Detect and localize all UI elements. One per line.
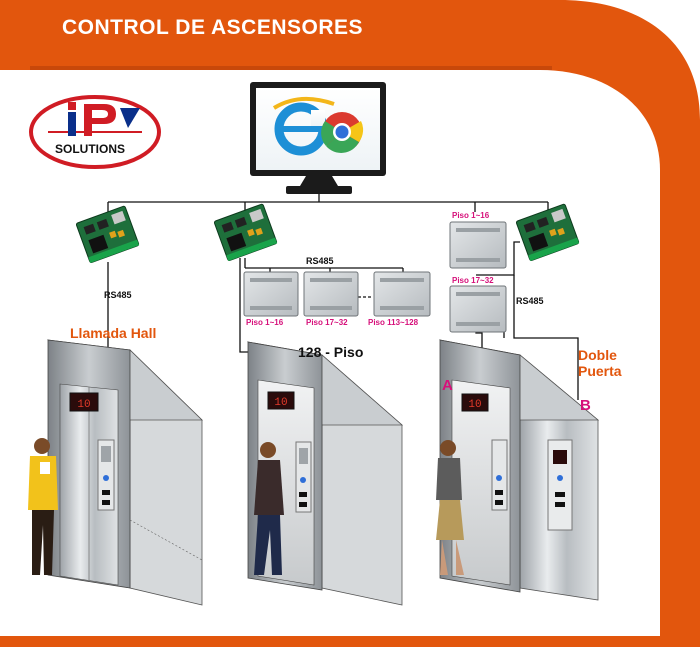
rs485-label-left: RS485 <box>104 290 132 300</box>
person-woman-right <box>436 440 464 575</box>
expansion-board-113-128-middle <box>373 271 431 317</box>
doble-label: Doble <box>578 347 617 363</box>
expansion-board-1-16-middle <box>243 271 299 317</box>
svg-text:10: 10 <box>468 399 481 411</box>
doble-puerta-label: Doble Puerta <box>578 347 622 379</box>
expansion-board-17-32-middle <box>303 271 359 317</box>
svg-text:10: 10 <box>274 397 287 409</box>
page-title: CONTROL DE ASCENSORES <box>62 16 364 39</box>
expansion-board-17-32-right <box>449 285 507 333</box>
chrome-icon <box>321 112 364 153</box>
access-controller-right <box>515 203 580 262</box>
expansion-label-17-32-middle: Piso 17~32 <box>306 318 348 327</box>
access-controller-middle <box>213 203 278 262</box>
elevator-1: 10 <box>47 339 203 606</box>
door-a-label: A <box>442 377 453 394</box>
expansion-label-17-32-right: Piso 17~32 <box>452 276 494 285</box>
puerta-label: Puerta <box>578 363 622 379</box>
svg-text:10: 10 <box>77 399 90 411</box>
person-woman-middle <box>254 442 284 575</box>
computer-monitor <box>250 82 386 194</box>
person-man-yellow <box>28 438 58 575</box>
door-b-label: B <box>580 397 591 414</box>
piso-128-label: 128 - Piso <box>298 344 364 360</box>
ip-solutions-logo <box>29 95 161 169</box>
title-tab <box>30 0 552 70</box>
expansion-label-113-128-middle: Piso 113~128 <box>368 318 419 327</box>
expansion-board-1-16-right <box>449 221 507 269</box>
rs485-label-middle: RS485 <box>306 256 334 266</box>
logo-subtitle: SOLUTIONS <box>55 142 126 156</box>
expansion-label-1-16-right: Piso 1~16 <box>452 211 490 220</box>
access-controller-left <box>75 205 140 264</box>
llamada-hall-label: Llamada Hall <box>70 325 157 341</box>
expansion-label-1-16-middle: Piso 1~16 <box>246 318 284 327</box>
rs485-label-right: RS485 <box>516 296 544 306</box>
elevator-3: 10 <box>438 339 600 601</box>
title-tab-shadow <box>30 66 552 70</box>
